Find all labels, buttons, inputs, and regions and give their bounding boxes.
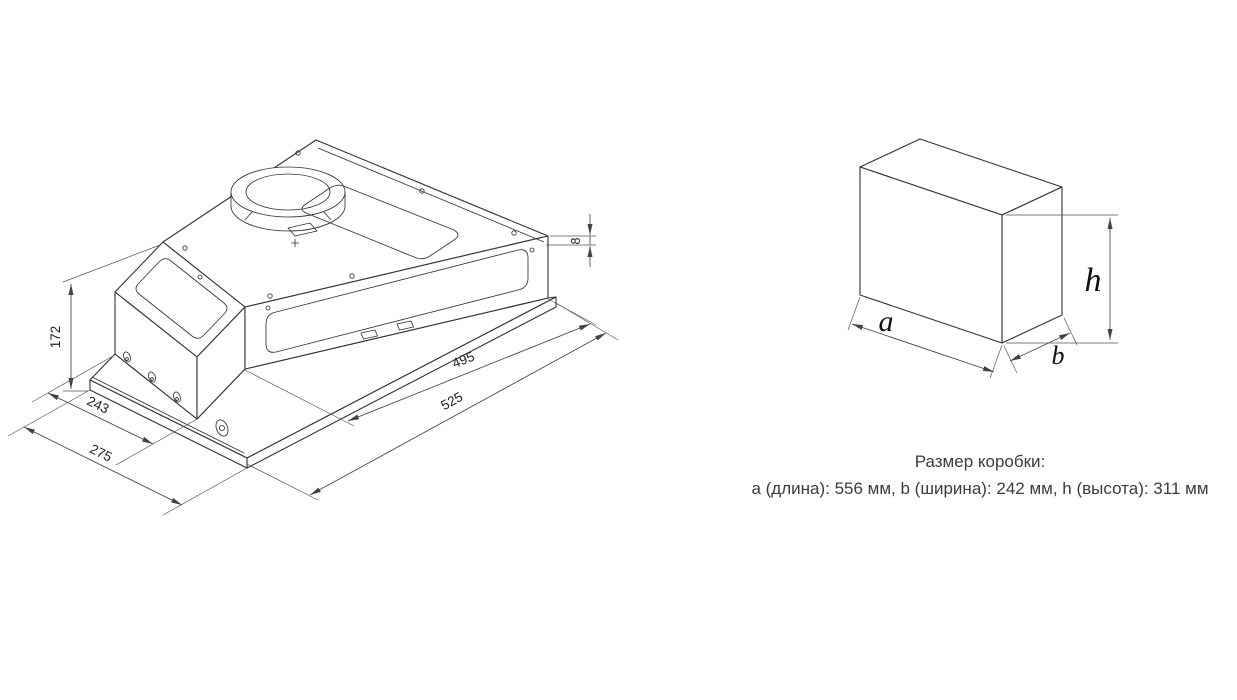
dim-label-lip: 8 <box>569 237 583 244</box>
dimension-lip-8: 8 <box>546 214 596 267</box>
screw-mark <box>182 245 188 251</box>
box-dimension-a: a <box>847 296 1003 379</box>
extension-line <box>555 302 619 341</box>
side-access-panel <box>265 249 529 353</box>
dimension-height-172: 172 <box>48 244 161 392</box>
screw-mark <box>349 273 355 279</box>
box-dimension-h: h <box>1006 214 1118 344</box>
extension-line <box>7 389 91 437</box>
screw-marks <box>182 150 535 311</box>
grommet-inner <box>219 425 225 431</box>
extension-line <box>1063 317 1078 346</box>
top-access-panel <box>301 184 459 260</box>
centre-mark <box>291 239 299 247</box>
flange-lip-line <box>91 376 245 454</box>
extension-line <box>1003 345 1018 374</box>
collar-tab-left <box>244 211 253 221</box>
dimension-line <box>309 332 607 496</box>
keyhole-slot <box>123 351 131 363</box>
extension-line <box>115 418 198 466</box>
dimension-line <box>1009 332 1071 362</box>
glass-window-outline <box>135 258 228 339</box>
keyhole-dot <box>150 377 154 381</box>
hood-isometric-drawing: 172 243 275 495 525 <box>7 139 619 516</box>
extension-line <box>31 355 114 403</box>
box-size-values: a (длина): 556 мм, b (ширина): 242 мм, h… <box>751 479 1209 498</box>
screw-mark <box>419 188 425 194</box>
collar-tab-right <box>323 211 332 221</box>
dim-label-flange-width: 275 <box>88 441 115 464</box>
box-label-height: h <box>1085 262 1102 299</box>
extension-line <box>162 467 248 516</box>
screw-mark <box>265 305 271 311</box>
screw-mark <box>295 150 301 156</box>
collar-junction-box <box>287 222 318 237</box>
duct-collar <box>230 166 346 237</box>
dim-label-flange-length: 525 <box>438 389 465 413</box>
collar-outer-ring <box>230 166 346 218</box>
keyhole-slot <box>148 371 156 383</box>
extension-line <box>547 298 597 326</box>
keyhole-dot <box>125 357 129 361</box>
screw-mark <box>529 247 535 253</box>
glass-panel <box>135 258 228 339</box>
flange-grommet <box>215 419 229 437</box>
left-face-keyholes <box>123 351 181 403</box>
dimension-line <box>851 323 995 373</box>
top-rim-line <box>317 147 545 243</box>
box-dimension-b: b <box>1003 317 1078 374</box>
extension-line <box>989 344 1003 379</box>
screw-mark <box>511 230 517 236</box>
box-right-face <box>1001 186 1063 344</box>
keyhole-dot <box>175 397 179 401</box>
box-label-length: a <box>879 305 894 338</box>
screw-mark <box>197 274 203 280</box>
extension-line <box>62 244 161 283</box>
keyhole-slot <box>173 391 181 403</box>
collar-inner-ring <box>245 173 331 211</box>
package-box-diagram: a b h <box>847 138 1118 379</box>
extension-line <box>847 296 861 331</box>
box-label-width: b <box>1052 341 1065 370</box>
extension-line <box>246 463 319 501</box>
dimension-line <box>23 426 183 506</box>
box-size-title: Размер коробки: <box>914 452 1046 471</box>
screw-mark <box>267 293 273 299</box>
box-size-caption: Размер коробки: a (длина): 556 мм, b (ши… <box>700 448 1237 502</box>
grommet-outer <box>215 419 229 437</box>
dim-label-height: 172 <box>48 326 63 349</box>
collar-base-arc <box>230 205 346 232</box>
